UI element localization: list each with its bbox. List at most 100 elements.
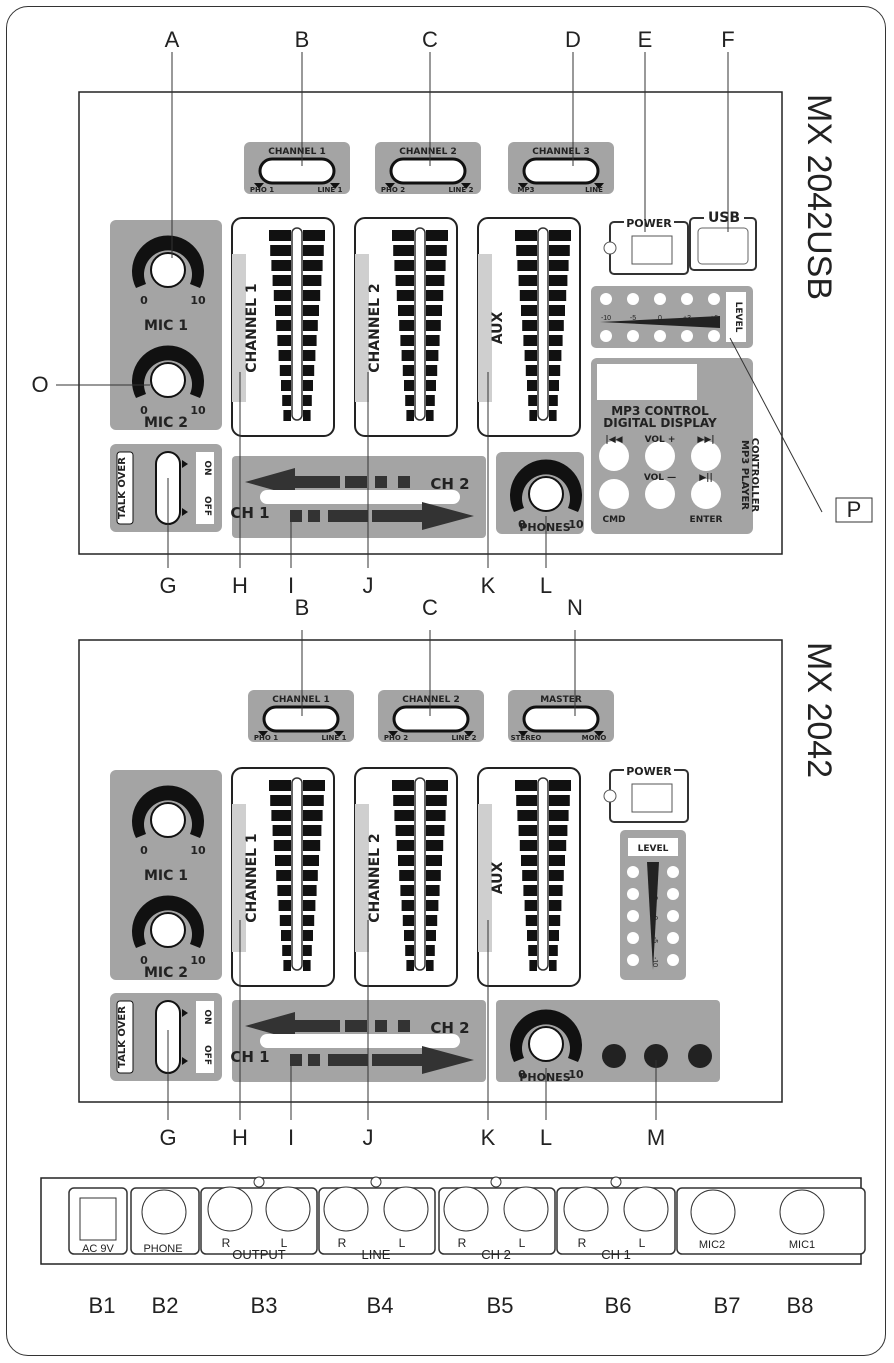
top-fader-aux-scale-right-0: [549, 230, 571, 241]
bottom-selector-master-switch: [522, 705, 600, 733]
top-level-led-bottom-2: [654, 330, 666, 342]
top-level-led-top-1: [627, 293, 639, 305]
bottom-fader-channel2-track: [414, 777, 426, 971]
rear-line-r-jack: [323, 1186, 369, 1232]
top-usb-port: [697, 227, 749, 265]
top-level-led-bottom-4: [708, 330, 720, 342]
top-selector-ch1-switch: [258, 157, 336, 185]
bottom-fader-aux-scale-right-4: [549, 840, 567, 851]
bottom-mic-panel-knob-mic2-min: 0: [140, 954, 148, 967]
top-fader-channel2-scale-right-9: [426, 365, 438, 376]
top-fader-aux-scale-left-10: [527, 380, 537, 391]
bottom-fader-channel1-scale-right-11: [303, 945, 312, 956]
rear-mic1-jack: [779, 1189, 825, 1235]
top-mic-panel-knob-mic1-min: 0: [140, 294, 148, 307]
bottom-fader-aux-scale-right-7: [549, 885, 563, 896]
bottom-fader-aux-label: AUX: [490, 862, 506, 895]
callout-bottom-j: J: [362, 1125, 374, 1150]
top-fader-aux-scale-left-7: [523, 335, 537, 346]
callout-rear-b4: B4: [366, 1293, 394, 1318]
top-fader-aux-scale-left-8: [524, 350, 537, 361]
top-fader-channel1-scale-left-12: [283, 410, 291, 421]
top-fader-aux-track: [537, 227, 549, 421]
top-fader-aux-scale-left-11: [528, 395, 537, 406]
callout-top-j: J: [362, 573, 374, 598]
bottom-fader-aux-scale-left-0: [515, 780, 537, 791]
top-level-led-bottom-1: [627, 330, 639, 342]
top-mp3-label-vol-down: VOL —: [644, 473, 676, 483]
rear-output-r-jack: [207, 1186, 253, 1232]
top-fader-channel2-track: [414, 227, 426, 421]
top-selector-ch1-title: CHANNEL 1: [268, 147, 325, 157]
bottom-selector-ch1-title: CHANNEL 1: [272, 695, 329, 705]
bottom-fader-aux-scale-left-1: [516, 795, 537, 806]
top-talkover-on: ON: [202, 460, 212, 475]
bottom-fader-channel2-side-tint: [355, 804, 369, 952]
bottom-fader-channel2-scale-left-11: [405, 945, 414, 956]
top-fader-channel2-scale-right-4: [426, 290, 444, 301]
top-fader-channel2-scale-left-7: [400, 335, 414, 346]
top-fader-channel1-scale-right-9: [303, 365, 315, 376]
bottom-fader-channel1-scale-right-10: [303, 930, 313, 941]
top-level-label-box: [726, 292, 746, 342]
bottom-fader-channel2-scale-left-12: [406, 960, 414, 971]
top-level-scale-0: -10: [601, 315, 611, 322]
bottom-fader-aux-scale-right-10: [549, 930, 559, 941]
bottom-fader-channel2-scale-right-1: [426, 795, 447, 806]
top-fader-channel1-scale-right-3: [303, 275, 322, 286]
top-fader-channel2-scale-left-8: [401, 350, 414, 361]
bottom-phones-knob-cap: [528, 1026, 564, 1062]
rear-ch1-l-jack: [623, 1186, 669, 1232]
top-fader-aux-scale-right-9: [549, 365, 561, 376]
bottom-phones-knob-max: 10: [568, 1068, 584, 1081]
top-usb: USB: [689, 209, 757, 271]
top-fader-channel2: CHANNEL 2: [354, 217, 458, 437]
bottom-mic-panel-knob-mic1-min: 0: [140, 844, 148, 857]
callout-bottom-h: H: [232, 1125, 248, 1150]
bottom-jack-2: [688, 1044, 712, 1068]
callout-bottom-i: I: [287, 1125, 295, 1150]
callout-top-p: P: [846, 497, 862, 522]
top-mic-panel-knob-mic1-arc: [132, 235, 204, 288]
bottom-fader-channel1-scale-right-9: [303, 915, 315, 926]
top-power-switch: [631, 235, 673, 265]
top-fader-aux-scale-right-12: [549, 410, 557, 421]
top-mp3-label-play: ▶||: [699, 473, 713, 483]
top-mp3-display: [597, 364, 697, 400]
top-fader-channel1-scale-left-5: [275, 305, 291, 316]
callout-top-i: I: [287, 573, 295, 598]
top-fader-aux-scale-right-10: [549, 380, 559, 391]
top-fader-channel1-scale-left-2: [271, 260, 291, 271]
bottom-fader-channel2-label: CHANNEL 2: [367, 833, 383, 922]
top-fader-aux-scale-right-4: [549, 290, 567, 301]
top-selector-ch3-title: CHANNEL 3: [532, 147, 589, 157]
top-power-label-bg: [624, 216, 674, 230]
top-fader-channel1-scale-left-7: [277, 335, 291, 346]
top-talkover-label-box: [116, 451, 134, 525]
callout-rear-b5: B5: [486, 1293, 514, 1318]
top-phones-knob-cap: [528, 476, 564, 512]
bottom-fader-channel1-scale-right-5: [303, 855, 319, 866]
model-title-standard: MX 2042: [800, 642, 838, 779]
bottom-fader-aux: AUX: [477, 767, 581, 987]
top-fader-channel1-scale-left-6: [276, 320, 291, 331]
bottom-fader-channel2-scale-left-3: [395, 825, 414, 836]
bottom-fader-aux-scale-right-0: [549, 780, 571, 791]
bottom-fader-channel1-label: CHANNEL 1: [244, 833, 260, 922]
bottom-selector-ch2-right-label: LINE 2: [451, 734, 476, 742]
top-fader-channel1-scale-right-5: [303, 305, 319, 316]
top-selector-ch3-switch: [522, 157, 600, 185]
bottom-fader-aux-scale-right-8: [549, 900, 562, 911]
callout-bottom-k: K: [480, 1125, 496, 1150]
bottom-fader-channel2-scale-left-7: [400, 885, 414, 896]
bottom-selector-master-title: MASTER: [540, 695, 582, 705]
callout-rear-b8: B8: [786, 1293, 814, 1318]
top-fader-channel2-scale-right-8: [426, 350, 439, 361]
top-selector-ch2-switch: [389, 157, 467, 185]
top-fader-channel1-scale-right-2: [303, 260, 323, 271]
bottom-fader-aux-scale-right-1: [549, 795, 570, 806]
